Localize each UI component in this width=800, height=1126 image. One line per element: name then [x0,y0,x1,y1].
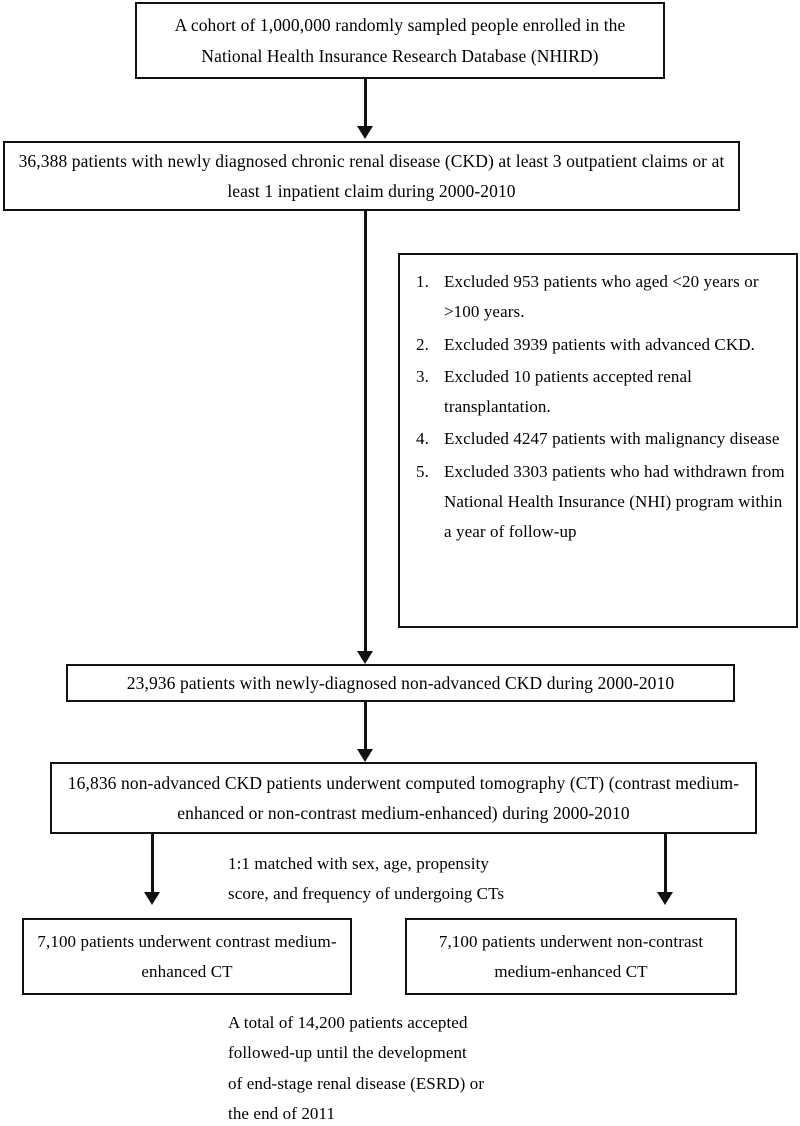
node-source-cohort-label: A cohort of 1,000,000 randomly sampled p… [174,15,626,66]
connector-ct-to-contrast-arrowhead [144,892,160,905]
exclusion-list: 1. Excluded 953 patients who aged <20 ye… [408,267,788,547]
node-non-contrast-arm-label: 7,100 patients underwent non-contrast me… [438,932,704,981]
connector-ct-to-non-contrast [664,834,667,892]
exclusion-item-text: Excluded 10 patients accepted renal tran… [444,366,692,416]
connector-cohort-to-ckd-arrowhead [357,126,373,139]
list-item: 2. Excluded 3939 patients with advanced … [408,330,788,360]
node-exclusion-criteria: 1. Excluded 953 patients who aged <20 ye… [398,253,798,628]
exclusion-item-number: 4. [416,429,429,449]
exclusion-item-text: Excluded 4247 patients with malignancy d… [444,429,780,449]
connector-ct-to-contrast [151,834,154,892]
exclusion-item-number: 5. [416,461,429,481]
node-non-advanced-ckd-label: 23,936 patients with newly-diagnosed non… [126,672,675,693]
exclusion-item-text: Excluded 953 patients who aged <20 years… [444,272,759,322]
exclusion-item-text: Excluded 3939 patients with advanced CKD… [444,334,755,354]
exclusion-item-number: 1. [416,272,429,291]
list-item: 1. Excluded 953 patients who aged <20 ye… [408,267,788,328]
list-item: 3. Excluded 10 patients accepted renal t… [408,362,788,423]
connector-ckd-to-non-advanced [364,211,367,651]
connector-non-advanced-to-ct [364,702,367,749]
connector-ckd-to-non-advanced-arrowhead [357,651,373,664]
exclusion-item-text: Excluded 3303 patients who had withdrawn… [444,461,785,542]
node-contrast-arm-label: 7,100 patients underwent contrast medium… [37,932,337,981]
node-source-cohort: A cohort of 1,000,000 randomly sampled p… [135,2,665,79]
list-item: 4. Excluded 4247 patients with malignanc… [408,424,788,454]
matching-annotation: 1:1 matched with sex, age, propensity sc… [228,854,505,904]
node-newly-diagnosed-ckd-label: 36,388 patients with newly diagnosed chr… [18,150,725,201]
exclusion-item-number: 3. [416,366,429,386]
total-followup-annotation: A total of 14,200 patients accepted foll… [228,1013,485,1123]
node-underwent-ct-label: 16,836 non-advanced CKD patients underwe… [67,772,740,823]
node-non-contrast-arm: 7,100 patients underwent non-contrast me… [405,918,737,995]
exclusion-item-number: 2. [416,334,429,354]
node-underwent-ct: 16,836 non-advanced CKD patients underwe… [50,762,757,834]
node-newly-diagnosed-ckd: 36,388 patients with newly diagnosed chr… [3,141,740,211]
node-contrast-arm: 7,100 patients underwent contrast medium… [22,918,352,995]
connector-ct-to-non-contrast-arrowhead [657,892,673,905]
node-non-advanced-ckd: 23,936 patients with newly-diagnosed non… [66,664,735,702]
connector-cohort-to-ckd [364,79,367,126]
connector-non-advanced-to-ct-arrowhead [357,749,373,762]
list-item: 5. Excluded 3303 patients who had withdr… [408,457,788,548]
